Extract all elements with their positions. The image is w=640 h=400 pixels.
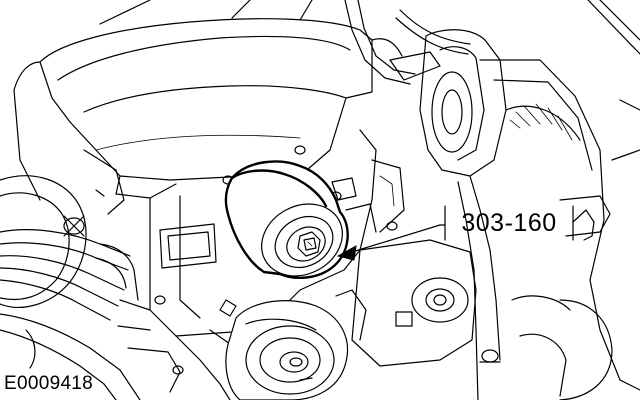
callout-graphic bbox=[336, 205, 595, 261]
callout-arrow-icon bbox=[336, 245, 357, 261]
callout-leader-line bbox=[351, 224, 446, 253]
engine-block-front bbox=[149, 129, 405, 337]
special-tool-socket bbox=[224, 160, 349, 279]
hoses-and-wiring bbox=[344, 0, 640, 85]
engine-cover bbox=[13, 0, 373, 201]
left-side-components bbox=[0, 149, 181, 400]
figure-id-label: E0009418 bbox=[4, 373, 94, 394]
alternator-assembly bbox=[419, 29, 640, 400]
lower-idler-pulley bbox=[172, 289, 367, 400]
lower-right-pulley bbox=[351, 239, 567, 397]
tool-number-label: 303-160 bbox=[461, 208, 557, 237]
